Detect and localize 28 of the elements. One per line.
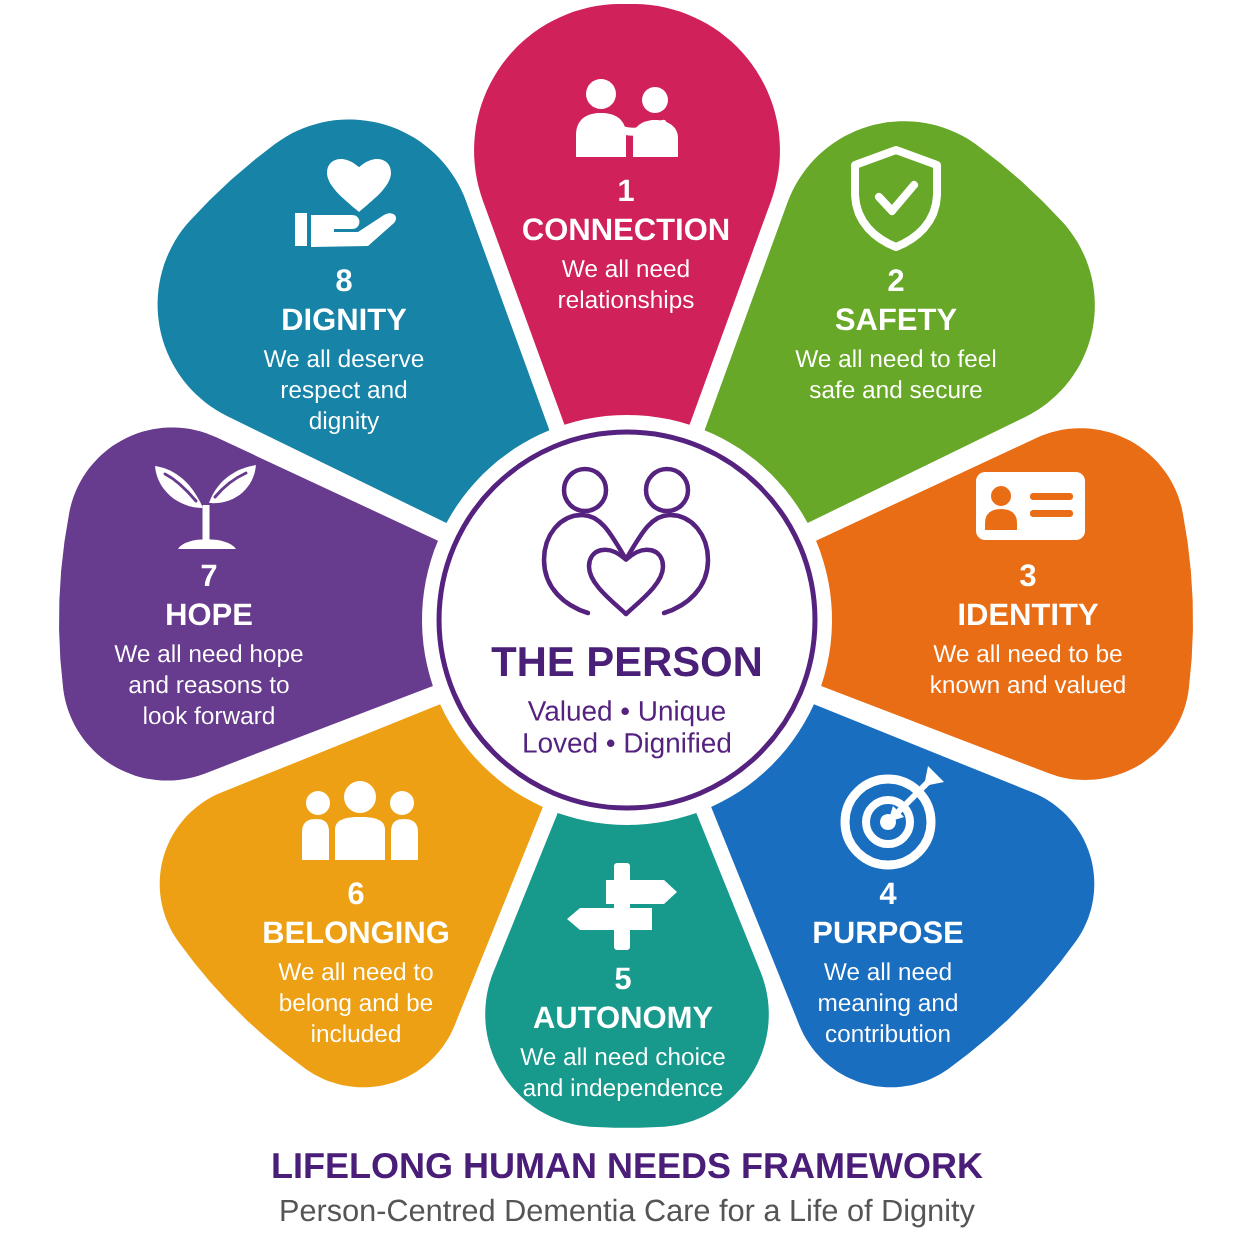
petal-number: 2 <box>888 269 904 291</box>
petal-number: 4 <box>879 882 897 904</box>
petal-text: We all deserve respect and dignity <box>263 349 424 435</box>
petal-heading: AUTONOMY <box>533 1006 713 1029</box>
petal-text: We all need choice and independence <box>520 1047 725 1102</box>
title: LIFELONG HUMAN NEEDS FRAMEWORK <box>273 1152 983 1179</box>
petal-text: We all need to be known and valued <box>931 644 1125 694</box>
center-text: Valued • Unique Loved • Dignified <box>524 700 731 759</box>
petal-number: 5 <box>615 967 631 990</box>
petal-heading: DIGNITY <box>283 308 407 331</box>
petal-number: 3 <box>1020 564 1036 587</box>
petal-text: We all need to feel safe and secure <box>795 349 996 399</box>
center-heading: THE PERSON <box>491 646 760 677</box>
petal-heading: PURPOSE <box>814 921 963 944</box>
petal-text: We all need meaning and contribution <box>819 962 957 1043</box>
petal-text: We all need to belong and be included <box>278 962 433 1043</box>
petal-heading: CONNECTION <box>523 218 729 241</box>
petal-number: 8 <box>336 269 352 292</box>
subtitle: Person-Centred Dementia Care for a Life of Dignity <box>281 1198 975 1228</box>
petal-heading: BELONGING <box>264 921 448 944</box>
petal-number: 1 <box>619 179 634 201</box>
petal-text: We all need relationships <box>559 259 694 314</box>
petal-heading: IDENTITY <box>959 603 1099 625</box>
petal-text: We all need hope and reasons to look forward <box>114 644 303 725</box>
petal-heading: SAFETY <box>835 308 957 331</box>
petal-heading: HOPE <box>167 603 252 626</box>
petal-number: 6 <box>348 882 364 905</box>
petal-number: 7 <box>201 564 217 586</box>
